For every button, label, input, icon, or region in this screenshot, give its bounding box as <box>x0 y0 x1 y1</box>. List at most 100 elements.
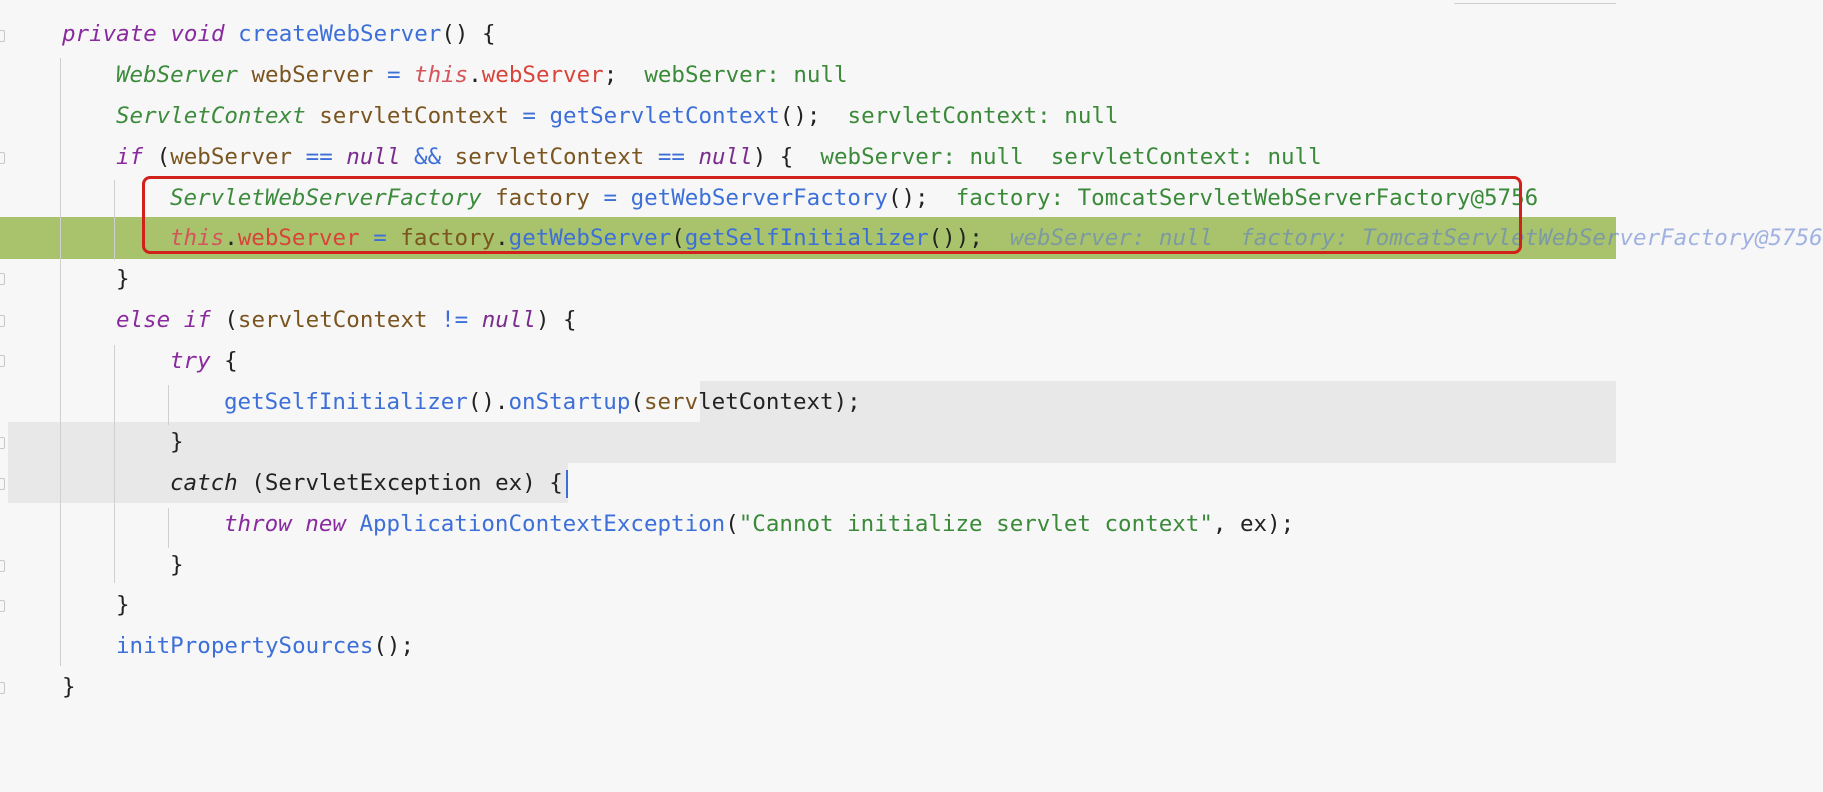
variable: webServer <box>251 62 374 88</box>
this-keyword: this <box>170 225 225 251</box>
code-line[interactable]: } <box>0 258 1616 300</box>
code-line[interactable]: catch (ServletException ex) { <box>0 462 1616 504</box>
inline-debug-value: servletContext: null <box>820 103 1119 129</box>
code-text: (); <box>887 185 929 211</box>
code-text <box>400 144 414 170</box>
code-line[interactable]: ServletWebServerFactory factory = getWeb… <box>0 177 1616 219</box>
variable: webServer <box>170 144 293 170</box>
keyword: private <box>62 21 157 47</box>
operator: = <box>386 62 401 88</box>
code-line[interactable]: ServletContext servletContext = getServl… <box>0 95 1616 137</box>
code-text <box>468 307 482 333</box>
keyword: try <box>170 348 211 374</box>
code-line[interactable]: } <box>0 421 1616 463</box>
fold-marker[interactable] <box>0 437 5 449</box>
code-text <box>644 144 658 170</box>
fold-marker[interactable] <box>0 560 5 572</box>
fold-marker[interactable] <box>0 682 5 694</box>
code-text: ( <box>671 225 685 251</box>
code-text: ) { <box>535 307 577 333</box>
method-name: getWebServer <box>508 225 672 251</box>
variable: factory <box>495 185 590 211</box>
code-text: ( <box>210 307 238 333</box>
inline-debug-value: factory: TomcatServletWebServerFactory@5… <box>928 185 1539 211</box>
code-line[interactable]: } <box>0 584 1616 626</box>
code-line[interactable]: try { <box>0 340 1616 382</box>
code-line[interactable]: if (webServer == null && servletContext … <box>0 136 1616 178</box>
keyword: if <box>116 144 144 170</box>
inline-debug-value: webServer: null servletContext: null <box>793 144 1322 170</box>
fold-marker[interactable] <box>0 315 5 327</box>
fold-marker[interactable] <box>0 355 5 367</box>
text-caret <box>566 470 568 498</box>
code-text <box>441 144 455 170</box>
code-text: (). <box>467 389 509 415</box>
keyword: null <box>698 144 753 170</box>
code-text: (); <box>373 633 415 659</box>
method-name: getWebServerFactory <box>630 185 888 211</box>
fold-marker[interactable] <box>0 30 5 42</box>
code-editor[interactable]: private void createWebServer() { WebServ… <box>0 0 1823 774</box>
method-name: getSelfInitializer <box>224 389 468 415</box>
code-text: . <box>495 225 509 251</box>
field: webServer <box>237 225 360 251</box>
indent-guide <box>114 345 115 583</box>
type-name: ServletContext <box>116 103 306 129</box>
indent-guide <box>168 385 169 425</box>
operator: != <box>441 307 469 333</box>
code-text: , ex); <box>1212 511 1295 537</box>
code-line[interactable]: WebServer webServer = this.webServer; we… <box>0 54 1616 96</box>
keyword: if <box>183 307 211 333</box>
indent-guide <box>168 508 169 548</box>
variable: servletContext <box>319 103 509 129</box>
fold-marker[interactable] <box>0 152 5 164</box>
code-line[interactable]: else if (servletContext != null) { <box>0 299 1616 341</box>
variable: servletContext <box>454 144 645 170</box>
fold-marker[interactable] <box>0 273 5 285</box>
selection-highlight <box>8 422 1616 463</box>
code-line[interactable]: private void createWebServer() { <box>0 13 1616 55</box>
fold-marker[interactable] <box>0 478 5 490</box>
closing-brace: } <box>62 674 76 700</box>
indent-guide <box>60 58 61 666</box>
keyword: catch <box>170 470 238 496</box>
code-text: ()); <box>928 225 983 251</box>
code-line-current[interactable]: this.webServer = factory.getWebServer(ge… <box>0 217 1823 259</box>
indent-guide <box>114 180 115 260</box>
inline-debug-value: webServer: null <box>617 62 848 88</box>
keyword: throw <box>224 511 292 537</box>
code-line[interactable]: initPropertySources(); <box>0 625 1616 667</box>
code-text <box>509 103 523 129</box>
code-line[interactable]: } <box>0 666 1616 708</box>
code-line[interactable]: throw new ApplicationContextException("C… <box>0 503 1616 545</box>
operator: = <box>522 103 536 129</box>
code-text: () { <box>441 21 496 47</box>
method-name: initPropertySources <box>116 633 374 659</box>
keyword: void <box>170 21 225 47</box>
type-name: ServletWebServerFactory <box>170 185 482 211</box>
type-name: WebServer <box>116 62 238 88</box>
code-text: ( <box>143 144 171 170</box>
code-text: . <box>468 62 482 88</box>
code-text: . <box>224 225 238 251</box>
method-name: onStartup <box>508 389 631 415</box>
selection-highlight <box>8 463 568 503</box>
code-text: ( <box>725 511 739 537</box>
variable: serv <box>643 389 699 415</box>
code-text: ( <box>630 389 644 415</box>
operator: = <box>603 185 618 211</box>
method-name: getServletContext <box>549 103 780 129</box>
code-line[interactable]: } <box>0 544 1616 586</box>
inline-debug-value: webServer: null factory: TomcatServletWe… <box>982 225 1823 251</box>
code-text: (); <box>779 103 821 129</box>
selection-highlight <box>700 381 1616 423</box>
this-keyword: this <box>414 62 469 88</box>
code-text <box>306 103 320 129</box>
code-line[interactable]: getSelfInitializer().onStartup(servletCo… <box>0 381 1616 423</box>
fold-marker[interactable] <box>0 600 5 612</box>
code-text <box>170 307 184 333</box>
code-text <box>373 62 387 88</box>
code-text <box>333 144 347 170</box>
operator: == <box>657 144 685 170</box>
variable: factory <box>400 225 496 251</box>
